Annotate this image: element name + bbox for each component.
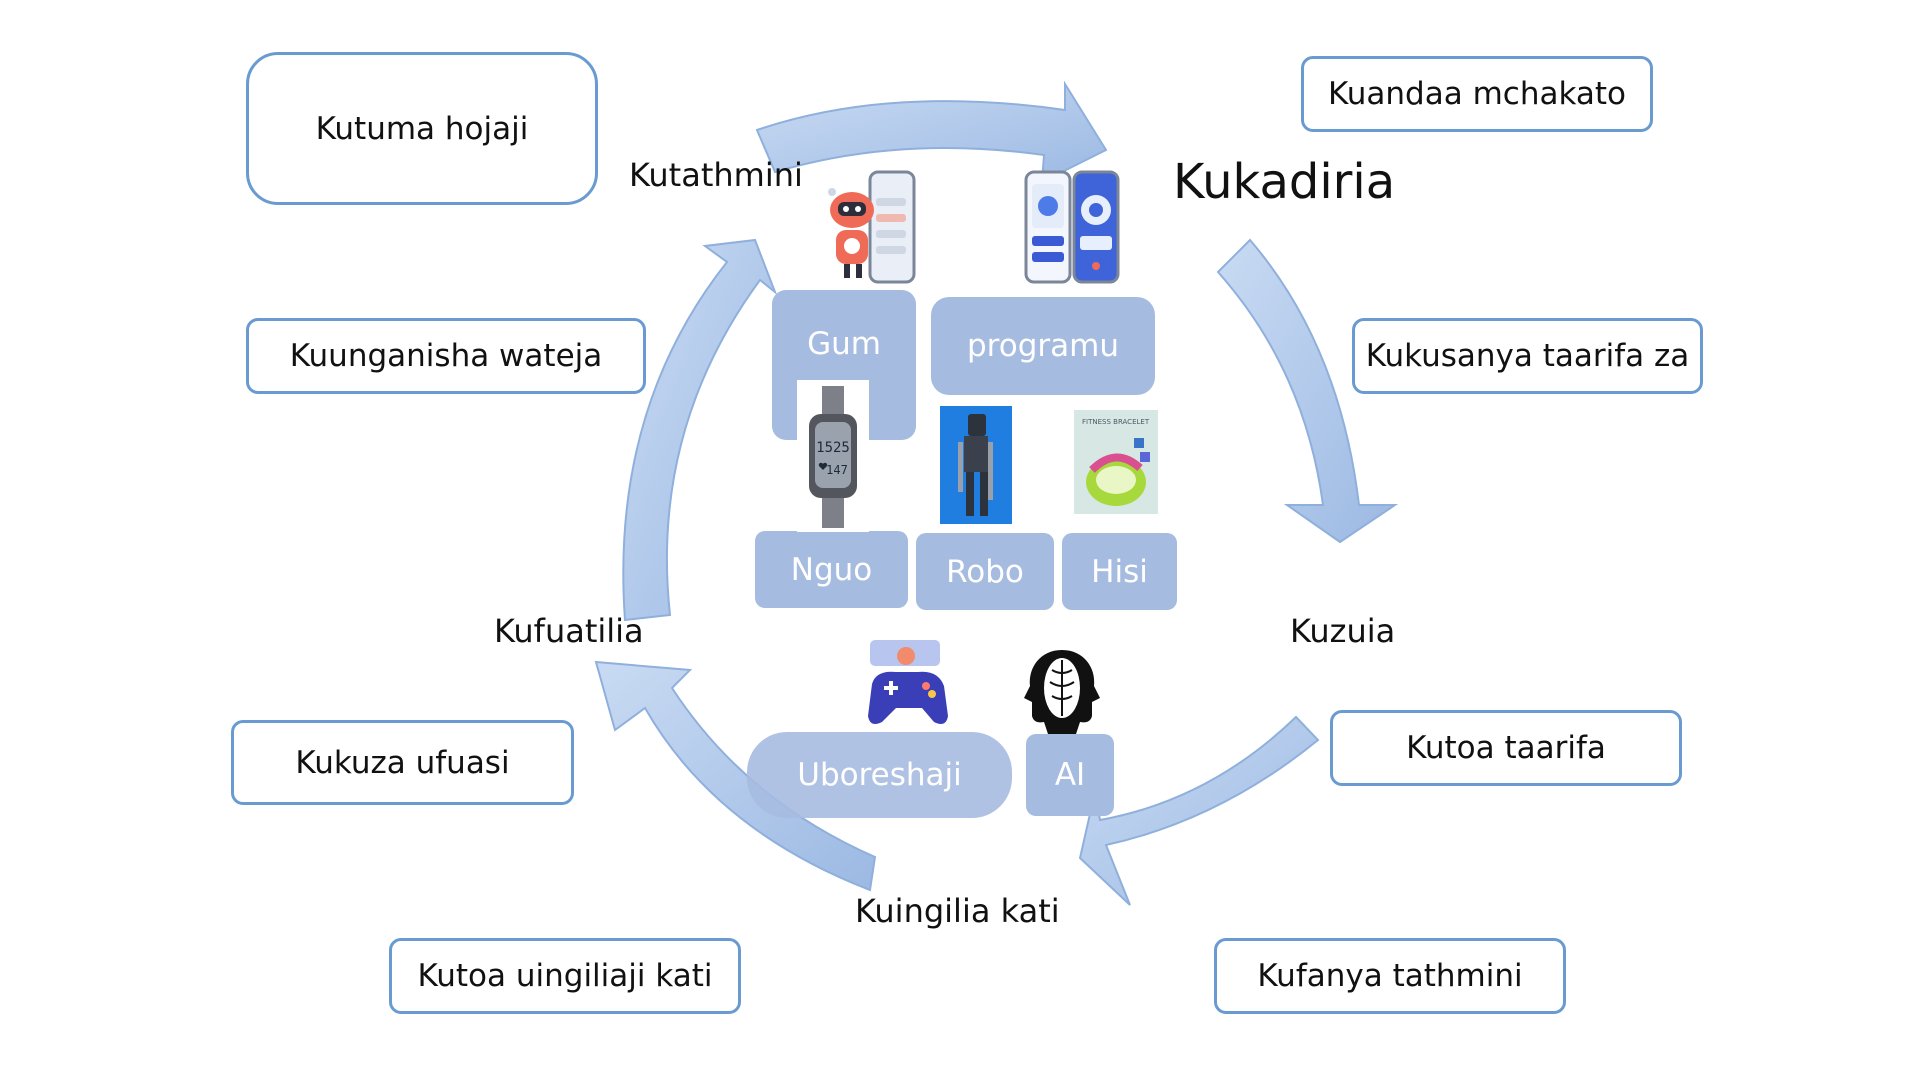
fitness-bracelet-icon: FITNESS BRACELET [1074,410,1158,514]
right-box-2-text: Kukusanya taarifa za [1365,338,1690,374]
right-box-1-text: Kuandaa mchakato [1327,76,1626,112]
smartwatch-icon: 1525 147 [797,380,869,532]
tile-uboreshaji-text: Uboreshaji [797,757,962,793]
left-box-2: Kuunganisha wateja [246,318,646,394]
right-box-3-text: Kutoa taarifa [1406,730,1606,766]
gamer-controller-icon [868,640,948,724]
left-box-4-text: Kutoa uingiliaji kati [417,958,713,994]
left-box-1-text: Kutuma hojaji [315,110,529,147]
svg-text:FITNESS BRACELET: FITNESS BRACELET [1082,418,1150,426]
stage-kuzuia: Kuzuia [1290,612,1396,650]
stage-kutathmini: Kutathmini [629,156,803,194]
svg-text:1525: 1525 [816,440,850,456]
left-box-3: Kukuza ufuasi [231,720,574,805]
tile-uboreshaji: Uboreshaji [747,732,1012,818]
arrow-left [622,238,778,622]
arrow-top [755,80,1108,184]
stage-kukadiria: Kukadiria [1173,154,1396,210]
tile-robo-text: Robo [946,553,1024,590]
tile-ai: AI [1026,734,1114,816]
ai-head-icon [1024,650,1100,734]
left-box-4: Kutoa uingiliaji kati [389,938,741,1014]
arrow-lower-right [1078,715,1320,906]
stage-kufuatilia: Kufuatilia [494,612,644,650]
tile-gum: Gum [772,290,916,440]
stage-kuingilia-kati: Kuingilia kati [855,892,1060,930]
tile-nguo: Nguo [755,531,908,608]
right-box-4-text: Kufanya tathmini [1257,958,1523,994]
arrow-right [1216,238,1399,544]
exoskeleton-robot-icon [940,406,1012,524]
right-box-3: Kutoa taarifa [1330,710,1682,786]
left-box-1: Kutuma hojaji [246,52,598,205]
tile-ai-text: AI [1054,757,1086,793]
tile-gum-text: Gum [807,326,881,362]
tile-programu-text: programu [967,328,1119,364]
chatbot-phone-icon [828,170,916,284]
svg-text:147: 147 [826,463,848,477]
right-box-2: Kukusanya taarifa za [1352,318,1703,394]
left-box-2-text: Kuunganisha wateja [289,338,603,374]
right-box-4: Kufanya tathmini [1214,938,1566,1014]
tile-hisi: Hisi [1062,533,1177,610]
tile-nguo-text: Nguo [790,551,873,588]
fitness-app-phones-icon [1024,170,1120,284]
right-box-1: Kuandaa mchakato [1301,56,1653,132]
tile-programu: programu [931,297,1155,395]
tile-robo: Robo [916,533,1054,610]
tile-hisi-text: Hisi [1091,553,1148,590]
left-box-3-text: Kukuza ufuasi [295,744,510,781]
